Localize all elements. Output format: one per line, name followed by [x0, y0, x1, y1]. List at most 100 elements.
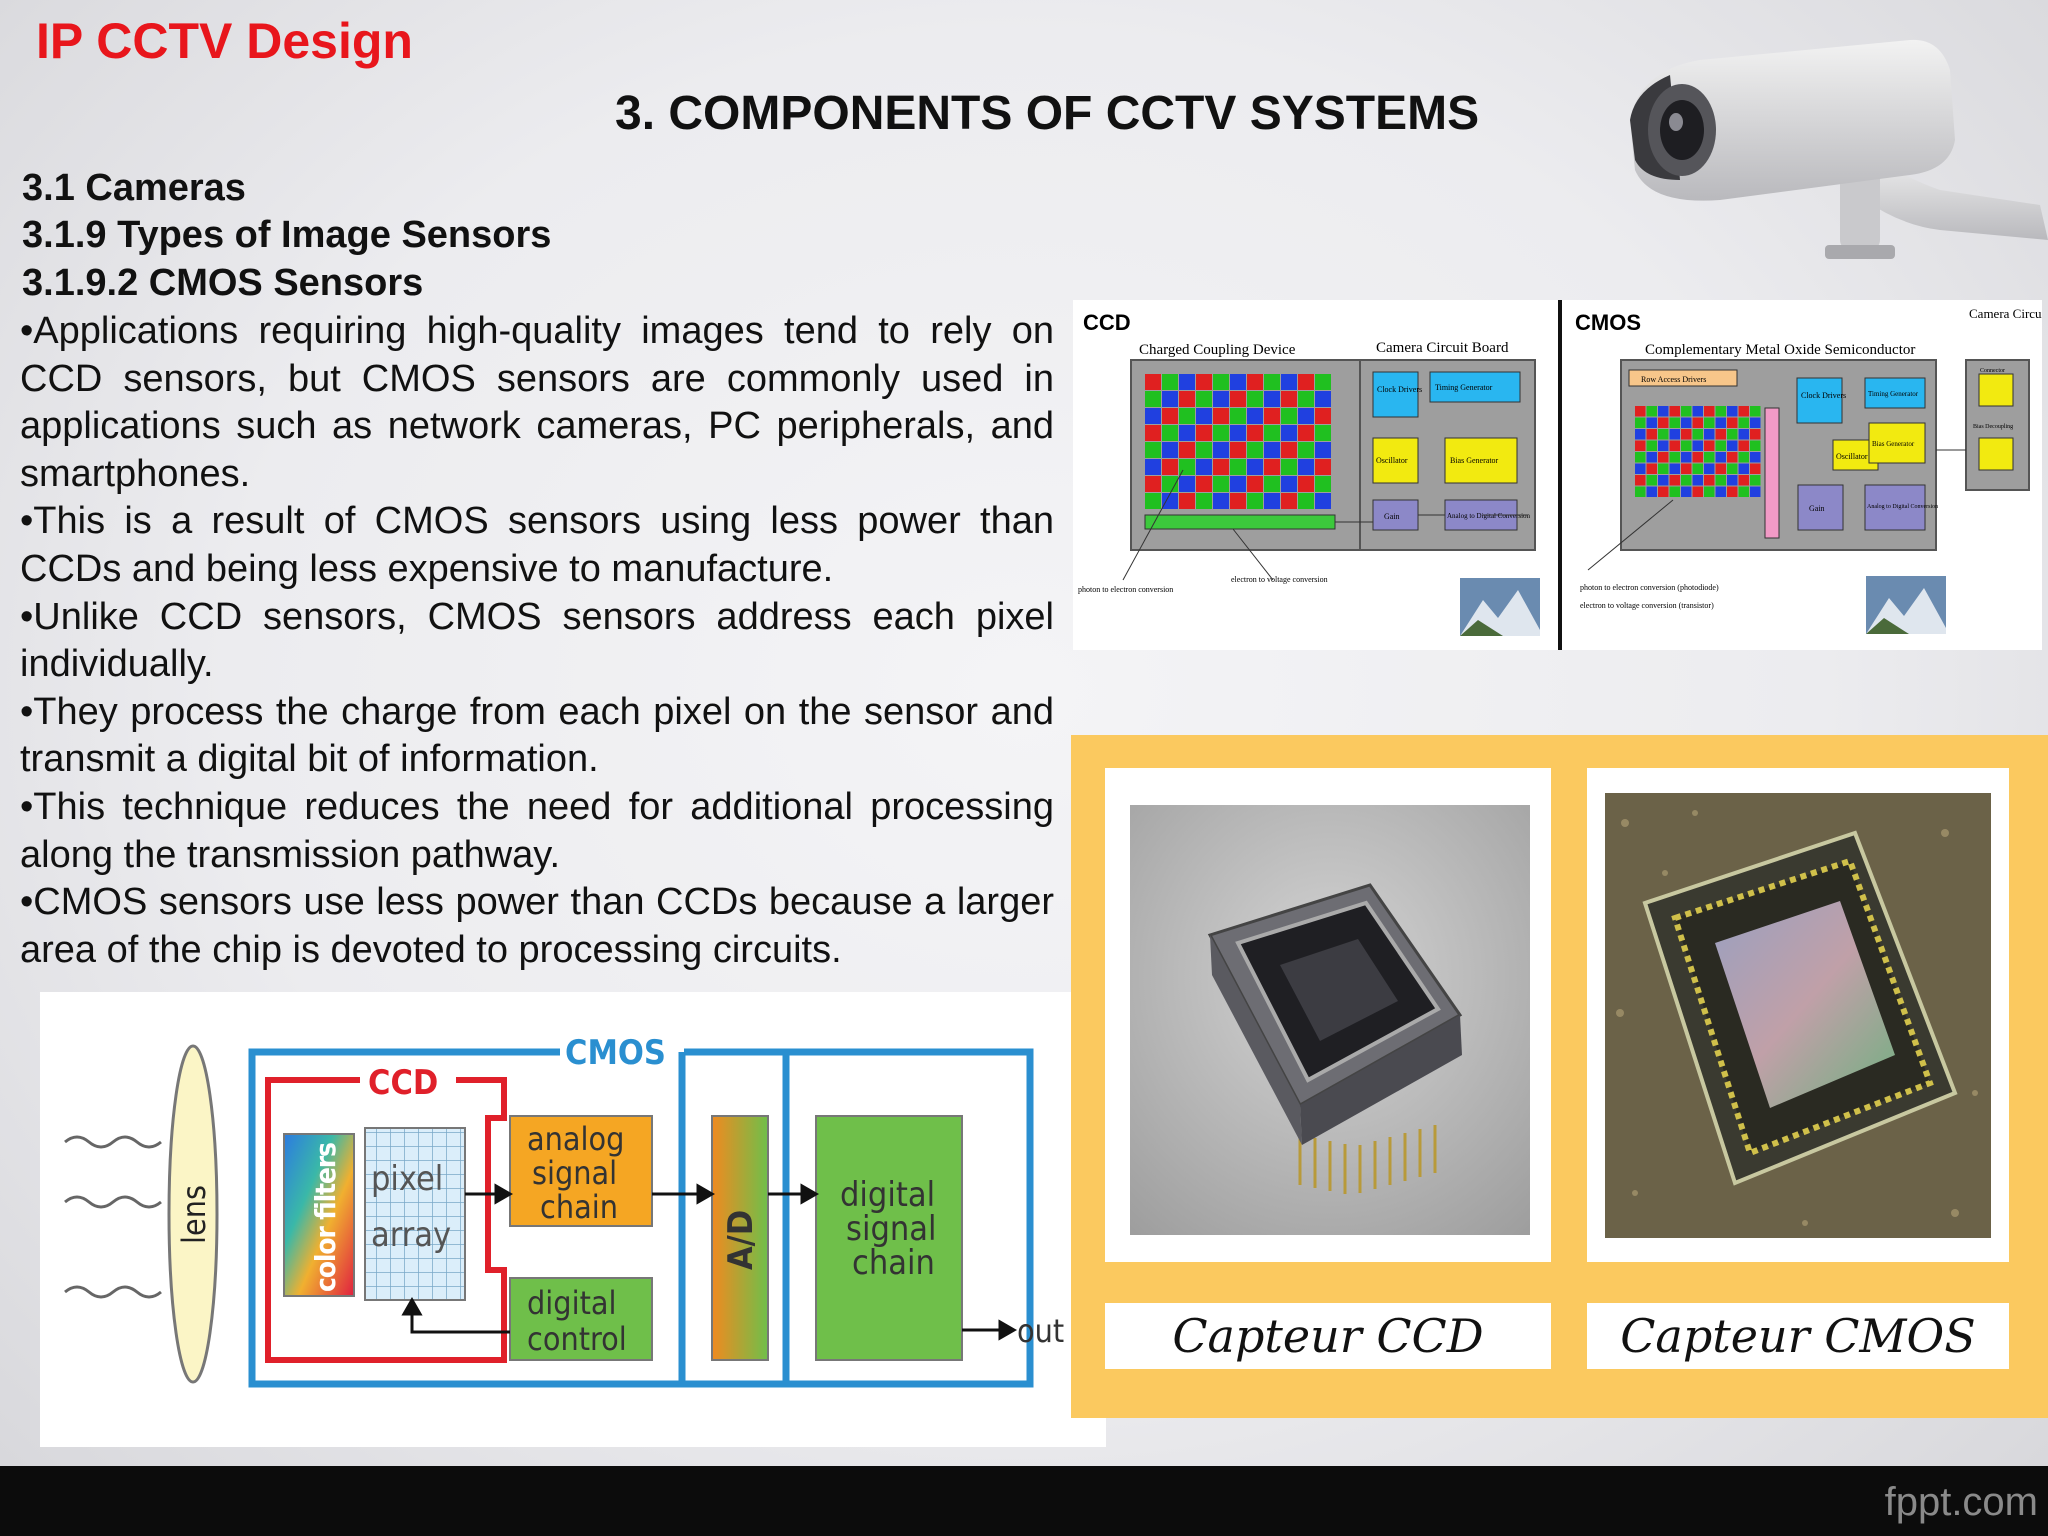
pixel-cell: [1692, 440, 1703, 451]
pixel-cell: [1704, 452, 1715, 463]
pixel-cell: [1281, 476, 1297, 492]
pixel-cell: [1727, 475, 1738, 486]
footer-site: fppt.com: [1884, 1480, 2038, 1524]
pixel-cell: [1281, 374, 1297, 390]
pixel-cell: [1692, 463, 1703, 474]
color-filters-label: color filters: [309, 1142, 342, 1292]
pixel-cell: [1196, 408, 1212, 424]
pixel-cell: [1715, 452, 1726, 463]
pixel-cell: [1162, 442, 1178, 458]
pixel-cell: [1264, 425, 1280, 441]
bullet-list: •Applications requiring high-quality ima…: [20, 308, 1054, 974]
pixel-cell: [1281, 442, 1297, 458]
pixel-cell: [1196, 476, 1212, 492]
pixel-cell: [1635, 406, 1646, 417]
pixel-cell: [1179, 493, 1195, 509]
slide-title: 3. COMPONENTS OF CCTV SYSTEMS: [615, 87, 1480, 140]
pixel-cell: [1230, 442, 1246, 458]
pixel-cell: [1145, 374, 1161, 390]
pixel-cell: [1681, 440, 1692, 451]
cmos-box-label: CMOS: [565, 1033, 666, 1073]
brand-title: IP CCTV Design: [36, 13, 413, 69]
pixel-cell: [1281, 425, 1297, 441]
pixel-cell: [1681, 452, 1692, 463]
ccd-board-label: Camera Circuit Board: [1376, 340, 1509, 356]
ccd-caption: Capteur CCD: [1105, 1303, 1551, 1369]
ad-label: A/D: [721, 1210, 761, 1270]
ccd-box-label: CCD: [368, 1063, 438, 1103]
pixel-cell: [1704, 463, 1715, 474]
cmos-chip-image: [1605, 793, 1991, 1238]
pixel-cell: [1704, 475, 1715, 486]
digital-control-label-1: digital: [527, 1284, 616, 1322]
pixel-cell: [1635, 452, 1646, 463]
pixel-cell: [1738, 475, 1749, 486]
pixel-cell: [1715, 475, 1726, 486]
pixel-cell: [1213, 391, 1229, 407]
pixel-cell: [1247, 408, 1263, 424]
cmos-caption: Capteur CMOS: [1587, 1303, 2009, 1369]
pixel-cell: [1750, 463, 1761, 474]
pixel-cell: [1658, 417, 1669, 428]
pixel-cell: [1179, 374, 1195, 390]
pixel-cell: [1635, 463, 1646, 474]
cmos-device-label: Complementary Metal Oxide Semiconductor: [1645, 342, 1915, 358]
sensor-photo-panel: Capteur CCD Capteur CMOS: [1071, 735, 2048, 1418]
security-camera-icon: [1630, 39, 2048, 259]
lens-label: lens: [175, 1185, 213, 1244]
pixel-cell: [1264, 374, 1280, 390]
pixel-cell: [1145, 493, 1161, 509]
pixel-cell: [1298, 459, 1314, 475]
cmos-pixel-grid: [1635, 406, 1761, 497]
cmos-adc: Analog to Digital Conversion: [1867, 504, 1938, 510]
bullet-item: •They process the charge from each pixel…: [20, 690, 1054, 781]
pixel-cell: [1213, 425, 1229, 441]
pixel-cell: [1179, 442, 1195, 458]
pixel-cell: [1315, 442, 1331, 458]
pixel-cell: [1247, 459, 1263, 475]
pixel-cell: [1692, 417, 1703, 428]
pixel-cell: [1281, 408, 1297, 424]
pixel-cell: [1681, 417, 1692, 428]
pixel-cell: [1750, 406, 1761, 417]
pixel-cell: [1635, 440, 1646, 451]
pixel-cell: [1298, 374, 1314, 390]
pixel-cell: [1213, 374, 1229, 390]
pixel-cell: [1658, 463, 1669, 474]
pixel-cell: [1196, 493, 1212, 509]
pixel-cell: [1646, 406, 1657, 417]
pixel-cell: [1230, 391, 1246, 407]
pixel-cell: [1738, 417, 1749, 428]
pixel-cell: [1738, 452, 1749, 463]
pixel-cell: [1315, 493, 1331, 509]
pixel-cell: [1727, 417, 1738, 428]
bullet-item: •Applications requiring high-quality ima…: [20, 310, 1054, 495]
pixel-cell: [1162, 476, 1178, 492]
pixel-cell: [1196, 391, 1212, 407]
pixel-cell: [1145, 425, 1161, 441]
cmos-timing-generator: Timing Generator: [1868, 390, 1919, 398]
bullet-item: •CMOS sensors use less power than CCDs b…: [20, 881, 1054, 971]
digital-signal-label-2: signal: [846, 1209, 937, 1249]
pixel-cell: [1692, 475, 1703, 486]
heading-sensor-types: 3.1.9 Types of Image Sensors: [22, 214, 552, 256]
pixel-cell: [1230, 425, 1246, 441]
pixel-cell: [1750, 475, 1761, 486]
analog-label: analog: [527, 1120, 624, 1158]
pixel-cell: [1213, 408, 1229, 424]
footer-bar: [0, 1466, 2048, 1536]
ccd-adc: Analog to Digital Conversion: [1447, 512, 1531, 520]
pixel-cell: [1658, 429, 1669, 440]
pixel-cell: [1298, 391, 1314, 407]
pixel-cell: [1750, 486, 1761, 497]
pixel-cell: [1692, 406, 1703, 417]
pixel-cell: [1715, 463, 1726, 474]
chain-label: chain: [540, 1188, 618, 1226]
digital-control-label-2: control: [527, 1320, 627, 1358]
pixel-cell: [1669, 486, 1680, 497]
pixel-cell: [1162, 425, 1178, 441]
ccd-device-label: Charged Coupling Device: [1139, 342, 1296, 358]
pixel-cell: [1298, 408, 1314, 424]
pixel-cell: [1727, 440, 1738, 451]
pixel-cell: [1230, 476, 1246, 492]
